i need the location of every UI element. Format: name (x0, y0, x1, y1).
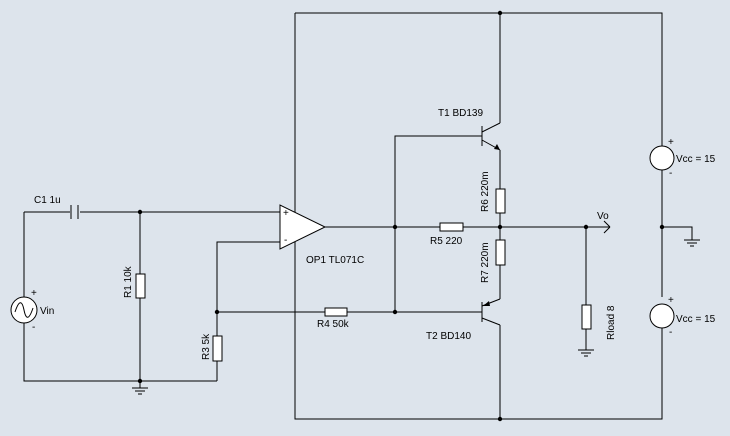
input-wires (23, 211, 325, 388)
capacitor-c1 (70, 205, 79, 219)
label-vin: Vin (40, 306, 54, 317)
label-t2: T2 BD140 (426, 331, 471, 342)
label-t1: T1 BD139 (438, 108, 483, 119)
label-op1: OP1 TL071C (306, 255, 364, 266)
resistor-r3 (212, 335, 223, 362)
resistor-rload (581, 304, 592, 330)
label-r7: R7 220m (480, 242, 491, 283)
label-vcc-bottom: Vcc = 15 (676, 314, 716, 325)
ground-symbol-input (132, 387, 148, 395)
output-wires (325, 13, 693, 419)
junction-dots (137, 10, 665, 422)
vo-terminal (603, 220, 611, 234)
vcc-top-plus-sign: + (668, 137, 674, 148)
vcc-top-minus-sign: - (669, 168, 672, 179)
vcc-bottom-plus-sign: + (668, 295, 674, 306)
opamp-op1 (279, 204, 327, 250)
label-r5: R5 220 (430, 236, 463, 247)
label-vo: Vo (597, 211, 609, 222)
label-vcc-top: Vcc = 15 (676, 154, 716, 165)
transistor-t2 (481, 298, 501, 326)
opamp-plus-sign: + (283, 208, 289, 219)
opamp-minus-sign: - (284, 235, 287, 246)
label-r1: R1 10k (123, 265, 134, 298)
resistor-r5 (439, 222, 464, 232)
label-c1: C1 1u (34, 195, 61, 206)
vin-minus-sign: - (32, 322, 35, 333)
label-r6: R6 220m (480, 171, 491, 212)
ground-symbol-supply (684, 239, 700, 247)
ground-symbol-load (578, 349, 594, 357)
resistor-r7 (495, 239, 506, 266)
vin-source (10, 296, 38, 324)
vcc-source-top (649, 145, 675, 171)
resistor-r6 (495, 188, 506, 214)
vcc-bottom-minus-sign: - (669, 327, 672, 338)
label-r4: R4 50k (317, 319, 350, 330)
vin-plus-sign: + (31, 288, 37, 299)
label-rload: Rload 8 (606, 305, 617, 340)
transistor-t1 (481, 122, 501, 151)
vcc-source-bottom (649, 303, 675, 329)
label-r3: R3 5k (201, 333, 212, 360)
resistor-r4 (324, 307, 348, 317)
resistor-r1 (135, 273, 146, 299)
